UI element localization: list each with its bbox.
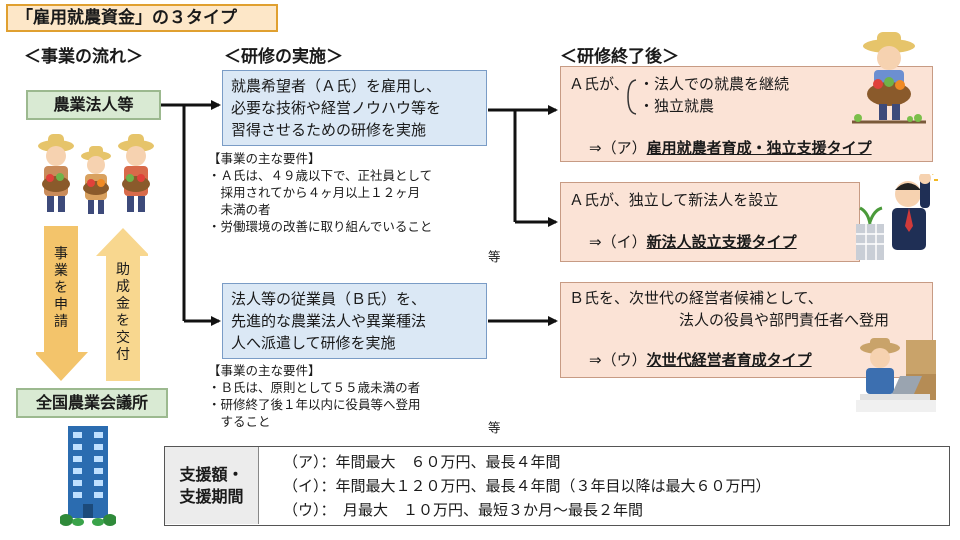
support-row-u: （ウ）： 月最大 １０万円、最短３か月～最長２年間 [283, 501, 644, 519]
header-flow: ＜事業の流れ＞ [24, 47, 143, 67]
result-u-line2: 法人の役員や部門責任者へ登用 [679, 311, 890, 329]
office-building-icon [60, 426, 116, 526]
national-chamber-box: 全国農業会議所 [16, 388, 168, 418]
result-u-line1: Ｂ氏を、次世代の経営者候補として、 [569, 289, 823, 307]
flow-arrows [36, 226, 148, 381]
type-u-label: 次世代経営者育成タイプ [646, 351, 812, 369]
farmers-illustration [38, 134, 154, 214]
result-a-options: ・法人での就農を継続 ・独立就農 [639, 75, 790, 115]
header-after: ＜研修終了後＞ [560, 47, 679, 67]
result-a-bracket [627, 79, 637, 115]
type-i-label: 新法人設立支援タイプ [646, 233, 797, 251]
training-b-etc: 等 [488, 420, 501, 435]
header-training: ＜研修の実施＞ [224, 47, 343, 67]
grant-arrow-label: 助成金を交付 [116, 262, 130, 363]
result-type-a-box: Ａ氏が、 ・法人での就農を継続 ・独立就農 ⇒（ア）雇用就農者育成・独立支援タイ… [560, 66, 933, 162]
page-title: 「雇用就農資金」の３タイプ [6, 4, 278, 32]
apply-arrow-label: 事業を申請 [54, 246, 68, 330]
support-label: 支援額・ 支援期間 [165, 447, 259, 524]
training-b-box: 法人等の従業員（Ｂ氏）を、 先進的な農業法人や異業種法 人へ派遣して研修を実施 [222, 283, 487, 359]
farmer-basket-illustration [852, 32, 926, 124]
training-b-requirements: 【事業の主な要件】 ・Ｂ氏は、原則として５５歳未満の者 ・研修終了後１年以内に役… [208, 363, 421, 429]
result-type-u-box: Ｂ氏を、次世代の経営者候補として、 法人の役員や部門責任者へ登用 ⇒（ウ）次世代… [560, 282, 933, 378]
result-type-i-box: Ａ氏が、独立して新法人を設立 ⇒（イ）新法人設立支援タイプ [560, 182, 860, 262]
support-amount-table: 支援額・ 支援期間 （ア）：年間最大 ６０万円、最長４年間 （イ）：年間最大１２… [164, 446, 950, 526]
training-a-etc: 等 [488, 249, 501, 264]
support-row-a: （ア）：年間最大 ６０万円、最長４年間 [283, 453, 561, 471]
grant-arrow-shape [96, 228, 148, 381]
result-u-type-line: ⇒（ウ）次世代経営者育成タイプ [589, 351, 812, 369]
apply-arrow-shape [36, 226, 88, 381]
farm-corporation-box: 農業法人等 [26, 90, 161, 120]
result-i-lead: Ａ氏が、独立して新法人を設立 [569, 191, 779, 209]
training-a-box: 就農希望者（Ａ氏）を雇用し、 必要な技術や経営ノウハウ等を 習得させるための研修… [222, 70, 487, 146]
result-i-type-line: ⇒（イ）新法人設立支援タイプ [589, 233, 797, 251]
result-a-lead: Ａ氏が、 [569, 75, 629, 93]
manager-laptop-illustration [856, 338, 936, 412]
entrepreneur-illustration [856, 174, 938, 260]
training-a-requirements: 【事業の主な要件】 ・Ａ氏は、４９歳以下で、正社員として 採用されてから４ヶ月以… [208, 151, 433, 234]
support-row-i: （イ）：年間最大１２０万円、最長４年間（３年目以降は最大６０万円） [283, 477, 771, 495]
result-a-type-line: ⇒（ア）雇用就農者育成・独立支援タイプ [589, 139, 872, 157]
type-a-label: 雇用就農者育成・独立支援タイプ [646, 139, 872, 157]
